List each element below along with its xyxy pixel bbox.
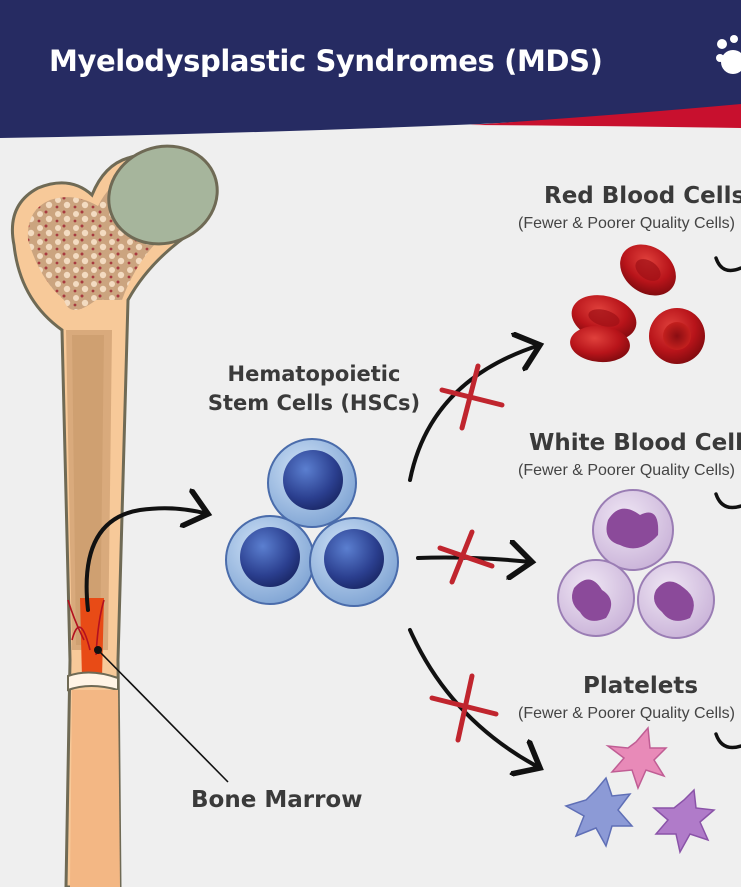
platelets-illustration [564,726,716,855]
header-band [0,0,741,138]
page-title: Myelodysplastic Syndromes (MDS) [49,44,603,78]
bone-marrow-pointer [97,649,229,783]
red-blood-cells-illustration [570,244,705,364]
blocked-x-markers [429,363,505,743]
rbc-heading: Red Blood Cells [544,183,741,209]
arrow-marrow-to-hsc [84,508,208,612]
logo-dots-icon [716,35,741,74]
hsc-label-line2: Stem Cells (HSCs) [207,391,421,415]
header-accent-stripe [470,104,741,128]
hsc-cell-cluster [225,438,399,607]
rbc-note: (Fewer & Poorer Quality Cells) [518,215,735,232]
femur-bone-illustration [10,144,219,887]
white-blood-cells-illustration [557,489,715,639]
bone-marrow-label: Bone Marrow [191,787,363,813]
hsc-label: Hematopoietic Stem Cells (HSCs) [205,360,423,418]
platelets-note: (Fewer & Poorer Quality Cells) [518,705,735,722]
wbc-note: (Fewer & Poorer Quality Cells) [518,462,735,479]
right-edge-arrows [714,256,741,750]
platelets-heading: Platelets [583,673,699,699]
wbc-heading: White Blood Cells [529,430,741,456]
hsc-label-line1: Hematopoietic [227,362,401,386]
bone-marrow-pointer-dot [94,646,102,654]
